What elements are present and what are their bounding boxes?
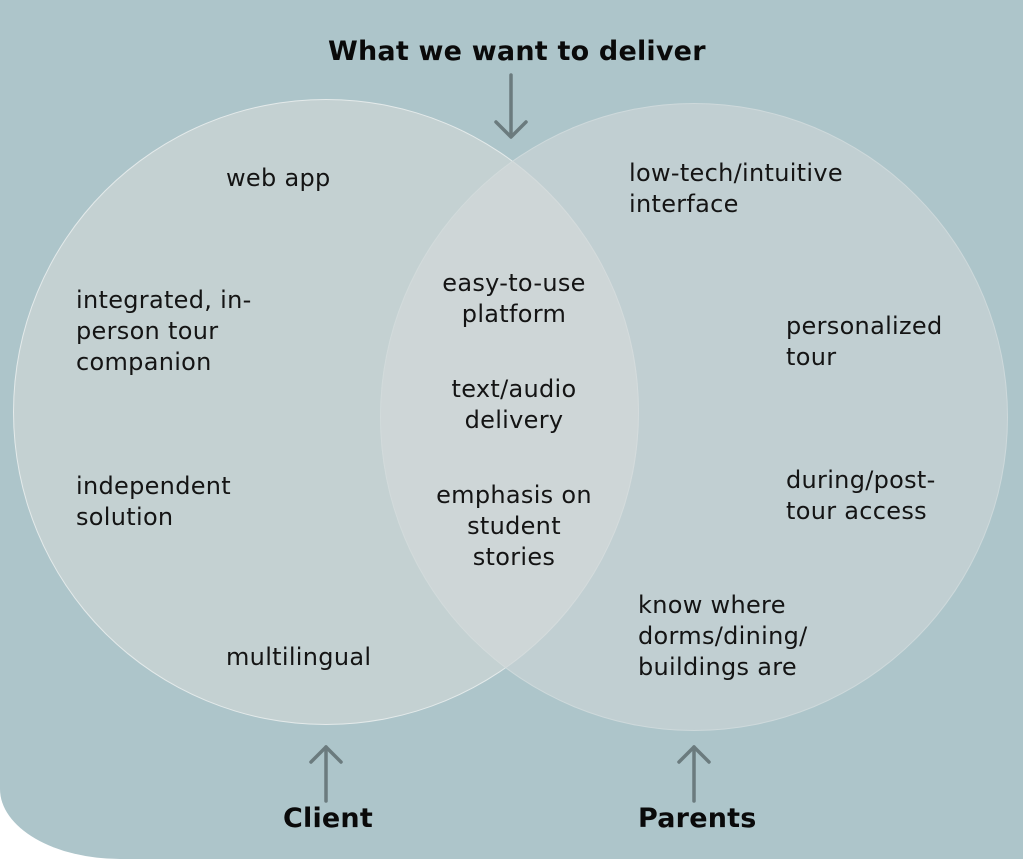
- overlap-region: [380, 103, 639, 725]
- arrow-up-icon: [309, 745, 343, 803]
- client-item-multilingual: multilingual: [226, 643, 372, 671]
- parents-item-personalized-tour: personalized tour: [786, 312, 943, 371]
- parents-item-know-where: know where dorms/dining/ buildings are: [638, 591, 808, 681]
- set-label-client: Client: [283, 803, 373, 834]
- client-item-tour-companion: integrated, in- person tour companion: [76, 286, 252, 376]
- parents-item-post-tour-access: during/post- tour access: [786, 466, 936, 525]
- arrow-down-icon: [494, 73, 528, 139]
- overlap-item-student-stories: emphasis on student stories: [436, 481, 592, 571]
- set-label-parents: Parents: [638, 803, 757, 834]
- client-item-web-app: web app: [226, 164, 331, 192]
- parents-circle: [380, 103, 1008, 731]
- title-what-we-want-to-deliver: What we want to deliver: [328, 36, 706, 67]
- arrow-up-icon: [677, 745, 711, 803]
- parents-item-low-tech: low-tech/intuitive interface: [629, 159, 843, 218]
- overlap-item-text-audio: text/audio delivery: [451, 375, 577, 434]
- client-item-independent-solution: independent solution: [76, 472, 232, 531]
- overlap-item-easy-to-use: easy-to-use platform: [442, 269, 586, 328]
